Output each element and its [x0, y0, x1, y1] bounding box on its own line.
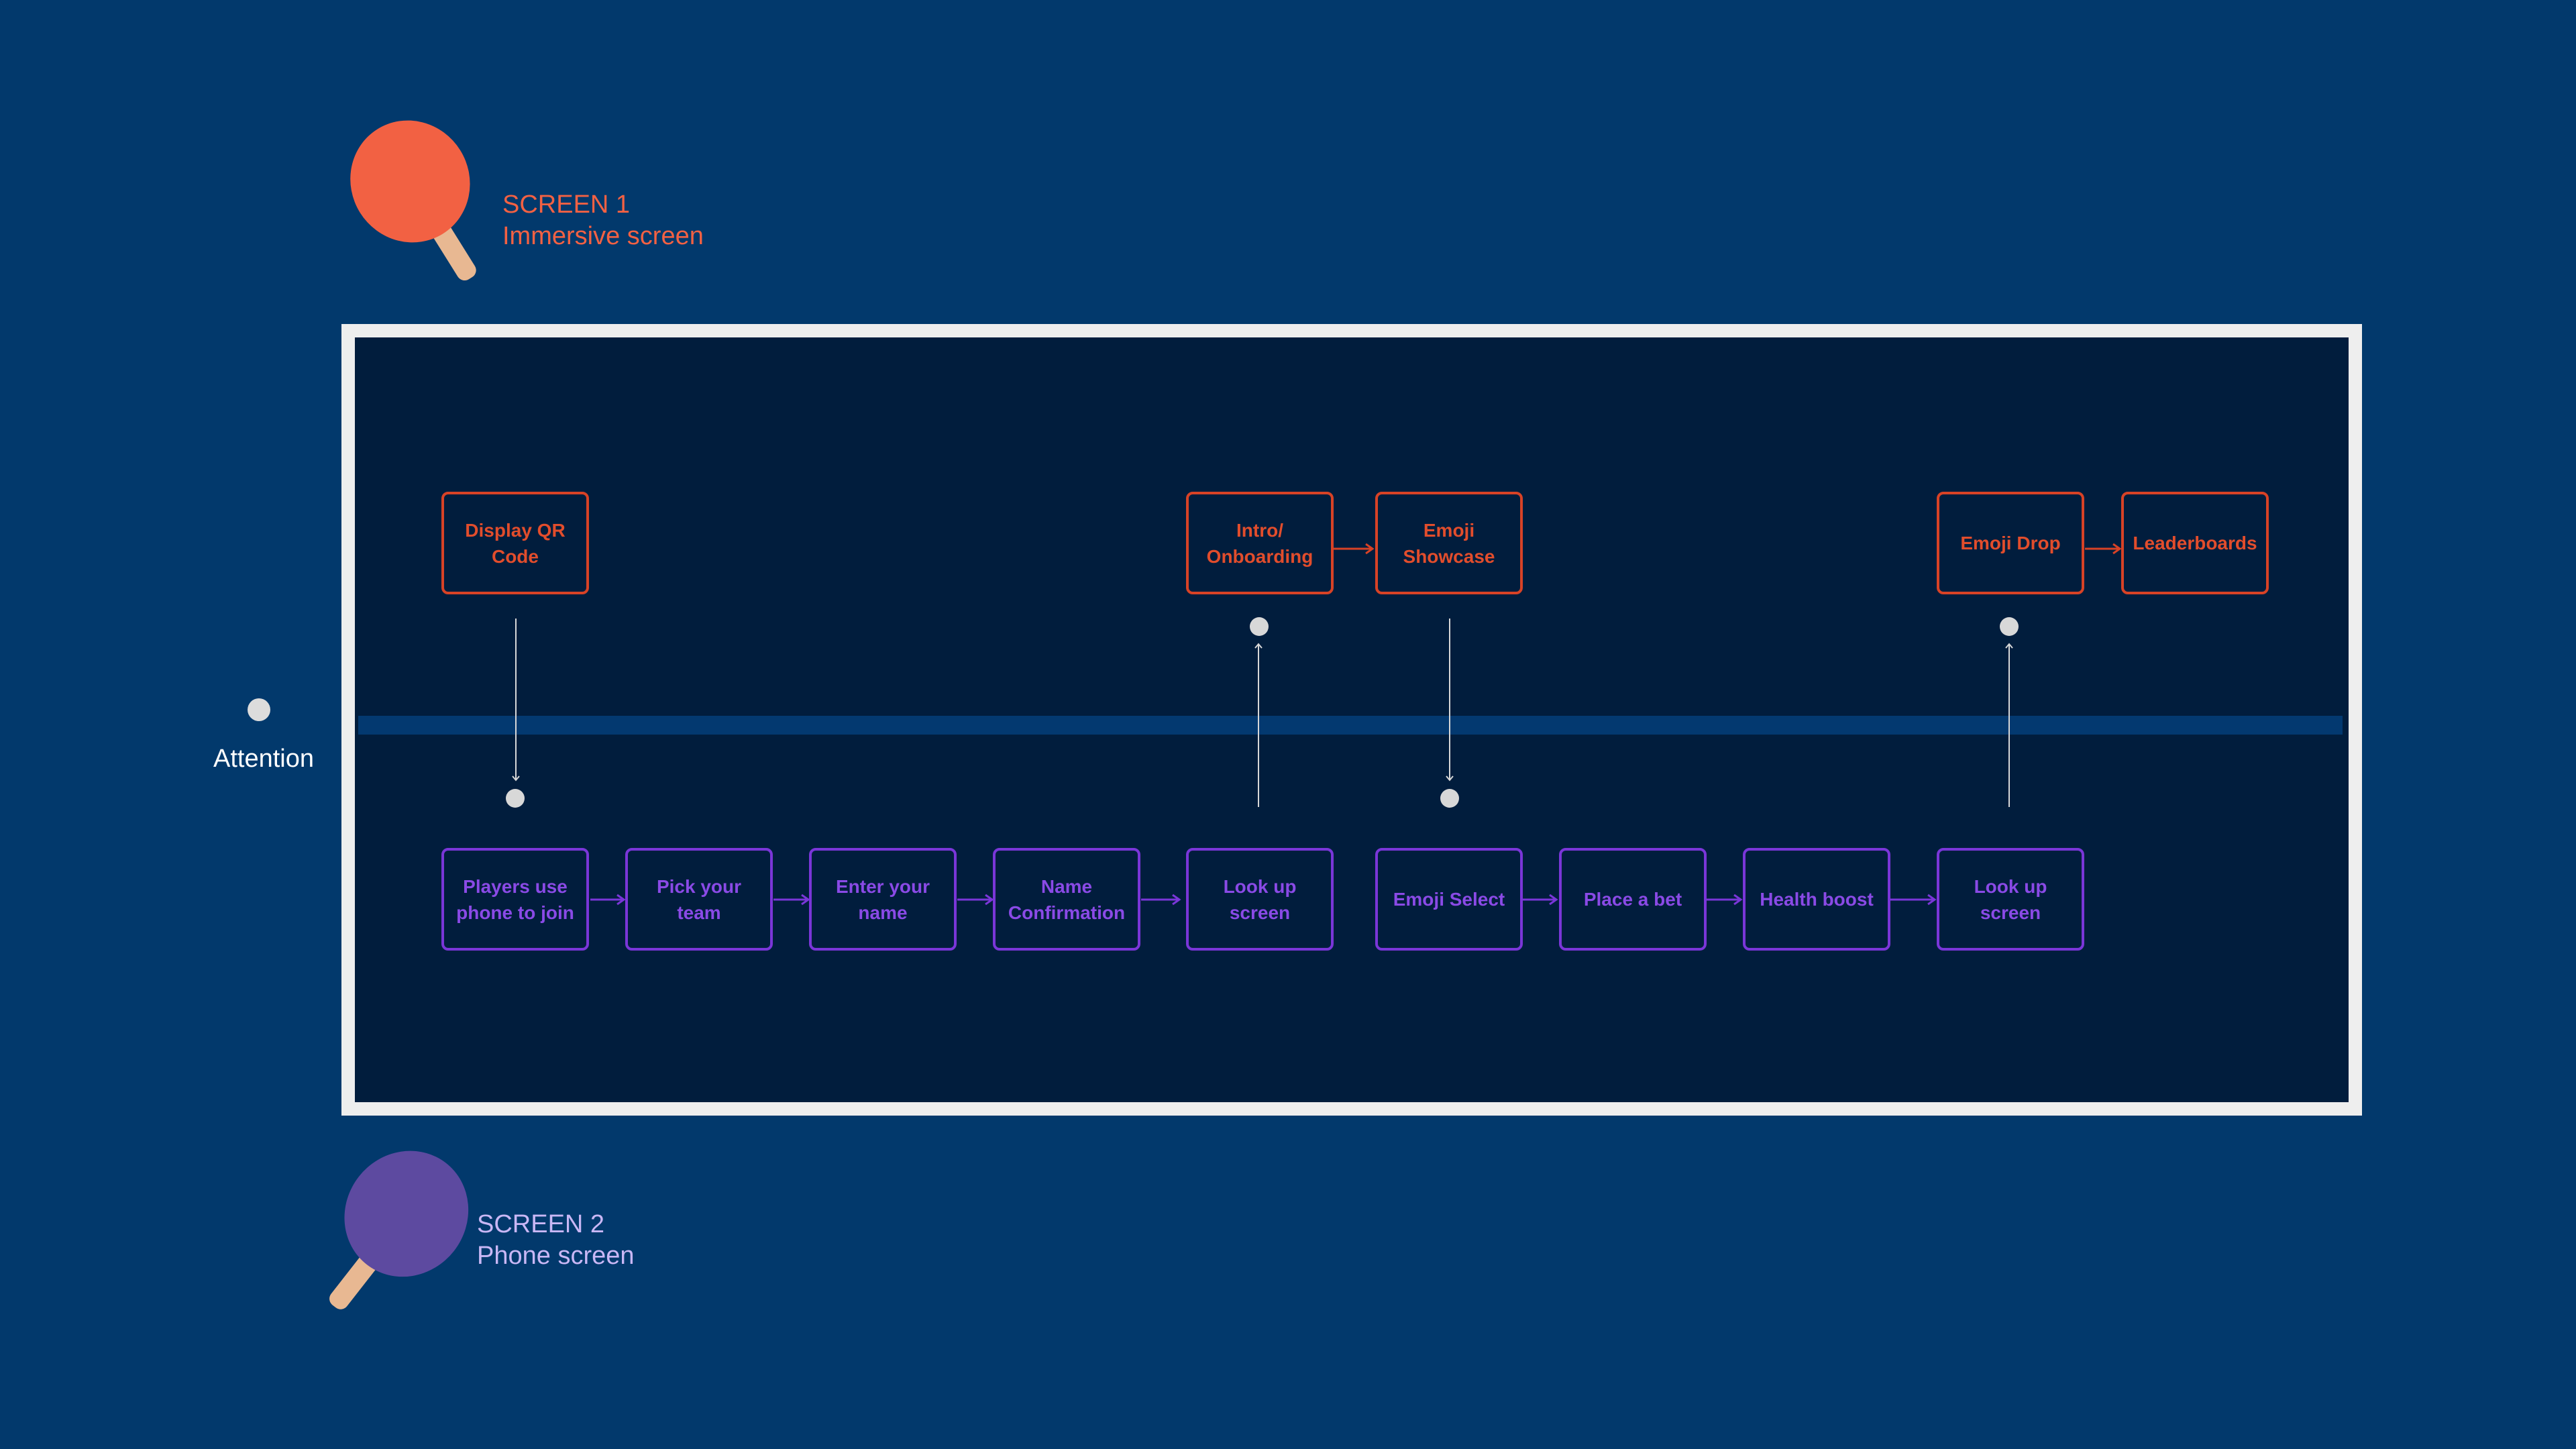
paddle-purple-icon [329, 1150, 469, 1309]
node-leaderboards: Leaderboards [2121, 492, 2269, 594]
screen2-label: SCREEN 2 Phone screen [477, 1209, 635, 1272]
attention-dot-drop [2000, 617, 2019, 636]
attention-dot-qr [506, 789, 525, 808]
attention-dot [248, 698, 270, 721]
node-name-confirmation: Name Confirmation [993, 848, 1140, 951]
attention-dot-intro [1250, 617, 1269, 636]
screen1-title: SCREEN 1 [502, 191, 631, 219]
node-emoji-drop: Emoji Drop [1937, 492, 2084, 594]
node-display-qr: Display QR Code [441, 492, 589, 594]
node-emoji-select: Emoji Select [1375, 848, 1523, 951]
screen2-subtitle: Phone screen [477, 1242, 635, 1270]
node-players-join: Players use phone to join [441, 848, 589, 951]
node-enter-name: Enter your name [809, 848, 957, 951]
paddle-red-icon [350, 120, 476, 281]
attention-label: Attention [213, 745, 314, 773]
screen1-label: SCREEN 1 Immersive screen [502, 189, 704, 252]
node-emoji-showcase: Emoji Showcase [1375, 492, 1523, 594]
node-intro-onboarding: Intro/ Onboarding [1186, 492, 1334, 594]
node-place-bet: Place a bet [1559, 848, 1707, 951]
table-net [358, 716, 2343, 735]
screen1-subtitle: Immersive screen [502, 222, 704, 250]
attention-dot-showcase [1440, 789, 1459, 808]
node-look-up-screen-1: Look up screen [1186, 848, 1334, 951]
screen2-title: SCREEN 2 [477, 1210, 605, 1238]
node-health-boost: Health boost [1743, 848, 1890, 951]
node-look-up-screen-2: Look up screen [1937, 848, 2084, 951]
node-pick-team: Pick your team [625, 848, 773, 951]
